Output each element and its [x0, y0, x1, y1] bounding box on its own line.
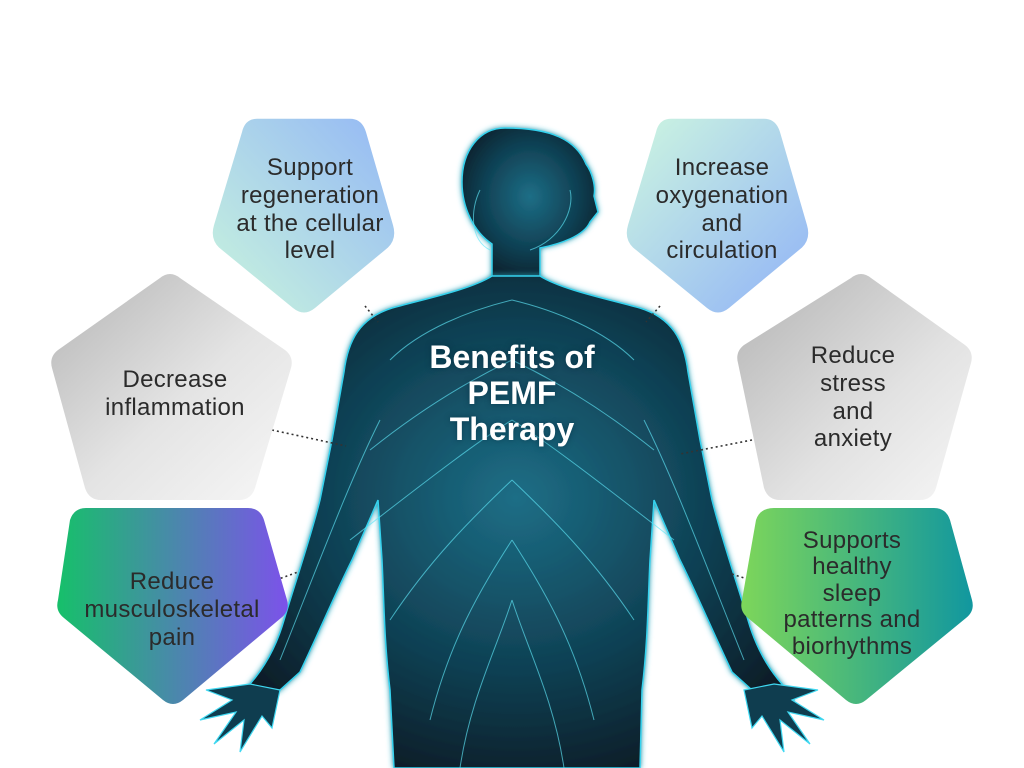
benefit-label-top-left: Support regeneration at the cellular lev… — [210, 154, 410, 265]
benefit-text-line: stress — [820, 369, 886, 397]
benefit-text-line: inflammation — [105, 393, 245, 421]
benefit-text-line: healthy — [812, 553, 892, 581]
benefit-text-line: Supports — [802, 527, 902, 554]
benefit-text-line: biorhythms — [791, 632, 913, 660]
benefit-text-line: sleep — [822, 579, 882, 607]
pentagon-bottom-right — [741, 508, 973, 704]
benefit-text-line: Reduce — [810, 342, 896, 369]
connector-top-left — [364, 305, 379, 323]
benefit-text-line: musculoskeletal — [84, 595, 260, 623]
benefit-text-line: regeneration — [240, 181, 380, 209]
connector-bottom-left — [275, 571, 299, 581]
center-title-line-2: PEMF — [467, 374, 557, 411]
benefit-text-line: Reduce — [129, 568, 215, 595]
human-body-figure — [199, 127, 825, 768]
pentagon-bottom-left — [57, 508, 288, 704]
benefit-text-line: Support — [266, 154, 354, 181]
benefit-text-line: at the cellular — [236, 209, 384, 237]
benefit-text-line: anxiety — [813, 425, 893, 453]
benefit-label-bottom-right: Supports healthy sleep patterns and bior… — [752, 527, 952, 660]
benefit-label-mid-right: Reduce stress and anxiety — [753, 342, 953, 453]
benefit-text-line: oxygenation — [655, 181, 789, 209]
benefit-text-line: pain — [148, 623, 196, 651]
benefit-text-line: and — [832, 397, 874, 425]
benefit-text-line: patterns and — [783, 606, 921, 634]
benefit-label-mid-left: Decrease inflammation — [70, 366, 280, 422]
benefit-label-top-right: Increase oxygenation and circulation — [622, 154, 822, 265]
pentagon-top-right — [626, 118, 809, 313]
center-title-line-3: Therapy — [449, 410, 575, 447]
benefit-text-line: level — [284, 237, 336, 265]
center-title-line-1: Benefits of — [429, 339, 595, 375]
pentagon-mid-right — [737, 274, 972, 500]
benefit-label-bottom-left: Reduce musculoskeletal pain — [62, 568, 282, 651]
connector-mid-right — [679, 439, 753, 455]
pentagon-mid-left — [51, 274, 292, 500]
benefit-text-line: and — [701, 209, 743, 237]
benefit-text-line: Increase — [674, 154, 770, 181]
benefit-text-line: Decrease — [122, 366, 228, 393]
connector-top-right — [645, 305, 661, 323]
center-title: Benefits of PEMF Therapy — [392, 339, 632, 447]
benefit-text-line: circulation — [666, 237, 778, 265]
pentagon-top-left — [212, 118, 395, 313]
